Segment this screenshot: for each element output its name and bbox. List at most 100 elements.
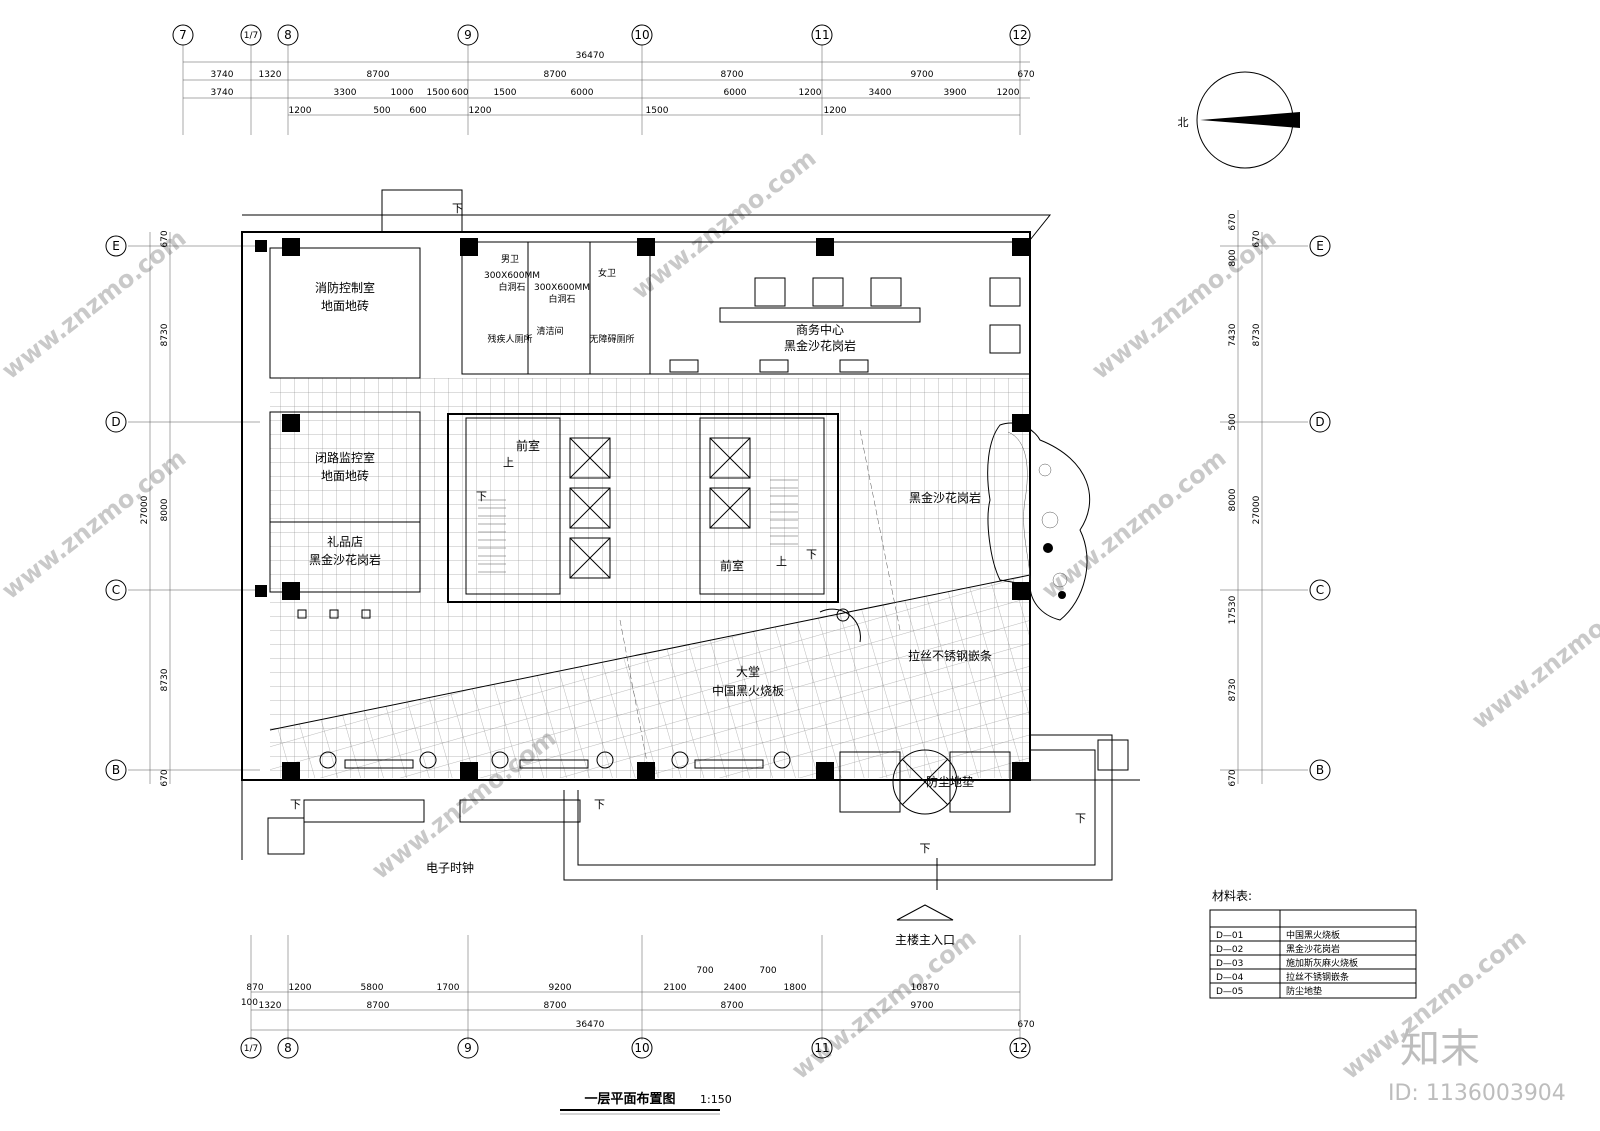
workstation [870,277,902,307]
svg-text:8730: 8730 [160,323,170,346]
svg-text:8700: 8700 [721,70,744,80]
svg-text:1700: 1700 [437,983,460,993]
bench [519,759,589,769]
planter [671,751,689,769]
top-axis-row: 7 1/7 8 9 10 11 12 [172,24,1031,135]
axis-bubble-D: D [105,411,127,433]
axis-bubble-1-7: 1/7 [240,24,262,46]
planter [491,751,509,769]
svg-text:D—03: D—03 [1216,959,1243,969]
display-stand [361,609,371,619]
materials-row: D—03 施加斯灰麻火烧板 [1216,957,1358,969]
plant-icon [1058,591,1066,599]
svg-text:670: 670 [1017,1020,1034,1030]
svg-text:E: E [1316,239,1324,253]
svg-text:1320: 1320 [259,1001,282,1011]
elevator-2 [569,487,611,529]
svg-text:女卫: 女卫 [598,267,616,279]
structural-column [282,762,300,780]
axis-bubble-9-bottom: 9 [457,1037,479,1059]
svg-text:7430: 7430 [1228,323,1238,346]
svg-text:8700: 8700 [367,70,390,80]
svg-text:7: 7 [179,28,187,42]
revolving-door [892,749,958,815]
watermark: www.znzmo.com [1466,574,1600,735]
svg-text:600: 600 [451,88,468,98]
axis-bubble-C-right: C [1309,579,1331,601]
room-label: 礼品店 [327,534,363,549]
room-label: 主楼主入口 [895,932,955,947]
svg-text:1/7: 1/7 [244,1044,258,1054]
sofa [759,359,789,373]
gift-shop [269,521,421,593]
svg-text:下: 下 [1075,812,1086,825]
svg-text:8700: 8700 [367,1001,390,1011]
svg-text:8700: 8700 [544,70,567,80]
svg-text:下: 下 [290,798,301,811]
svg-text:1/7: 1/7 [244,31,258,41]
svg-text:C: C [112,583,120,597]
materials-table: 材料表: D—01 中国黑火烧板 D—02 黑金沙花岗岩 D—03 施加斯灰麻火… [1209,889,1417,999]
svg-text:17530: 17530 [1228,595,1238,624]
north-arrow: 北 [1178,71,1300,169]
entry-step [459,799,581,823]
axis-bubble-B: B [105,759,127,781]
top-dimensions: 36470 3740 1320 8700 8700 8700 9700 670 … [183,51,1035,116]
svg-text:5800: 5800 [361,983,384,993]
svg-text:11: 11 [814,28,829,42]
axis-bubble-10: 10 [631,24,653,46]
svg-text:黑金沙花岗岩: 黑金沙花岗岩 [1286,943,1340,955]
watermark: www.znzmo.com [786,924,981,1085]
structural-column [255,240,267,252]
planter-box [267,817,305,855]
svg-text:1000: 1000 [391,88,414,98]
svg-text:E: E [112,239,120,253]
materials-title: 材料表: [1212,889,1252,903]
watermark: www.znzmo.com [1036,444,1231,605]
room-label: 黑金沙花岗岩 [909,490,981,505]
svg-text:B: B [1316,763,1324,777]
sofa [839,359,869,373]
svg-text:1800: 1800 [784,983,807,993]
lobby-diagonal-floor [270,575,1030,778]
svg-text:6000: 6000 [724,88,747,98]
svg-text:C: C [1316,583,1324,597]
structural-column [282,238,300,256]
svg-text:9200: 9200 [549,983,572,993]
axis-bubble-D-right: D [1309,411,1331,433]
bench [344,759,414,769]
structural-column [637,762,655,780]
core-shaft [447,413,839,603]
elevator-4 [709,437,751,479]
svg-text:白洞石: 白洞石 [548,293,575,305]
svg-text:施加斯灰麻火烧板: 施加斯灰麻火烧板 [1286,957,1358,969]
svg-text:D: D [1315,415,1324,429]
svg-text:上: 上 [776,555,787,568]
north-label: 北 [1178,116,1189,129]
structural-column [1012,238,1030,256]
svg-text:男卫: 男卫 [501,254,519,265]
svg-text:8: 8 [284,1041,292,1055]
svg-text:下: 下 [920,842,931,855]
display-stand [297,609,307,619]
axis-bubble-12: 12 [1009,24,1031,46]
stair-west [465,417,561,595]
svg-text:12: 12 [1012,28,1027,42]
planter [419,751,437,769]
svg-text:1200: 1200 [824,106,847,116]
svg-text:500: 500 [373,106,390,116]
svg-text:8730: 8730 [1252,323,1262,346]
svg-text:11: 11 [814,1041,829,1055]
room-label: 商务中心 [796,322,844,337]
svg-text:3740: 3740 [211,88,234,98]
structural-column [816,238,834,256]
svg-text:无障碍厕所: 无障碍厕所 [589,333,634,345]
entrance-marker-icon [896,904,954,921]
svg-text:1200: 1200 [289,983,312,993]
svg-text:8730: 8730 [1228,678,1238,701]
svg-text:3740: 3740 [211,70,234,80]
axis-bubble-7: 7 [172,24,194,46]
svg-text:1500: 1500 [494,88,517,98]
svg-text:3300: 3300 [334,88,357,98]
